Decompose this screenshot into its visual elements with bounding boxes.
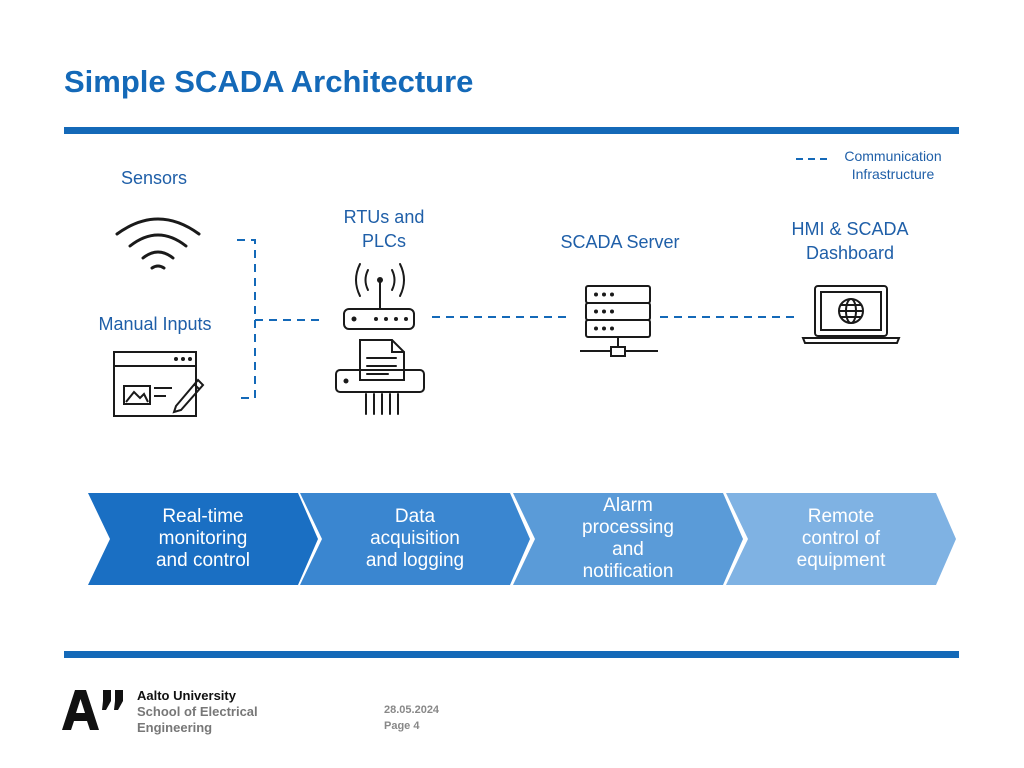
bottom-divider xyxy=(64,651,959,658)
footer-meta: 28.05.2024 Page 4 xyxy=(384,702,439,734)
function-4-line-1: Remote xyxy=(807,506,875,527)
function-2-text: Data acquisition and logging xyxy=(340,493,490,585)
function-3-line-4: notification xyxy=(582,561,674,582)
function-4-line-3: equipment xyxy=(796,550,886,571)
server-rack-icon xyxy=(578,283,660,359)
scada-server-label: SCADA Server xyxy=(560,232,680,252)
function-4-line-2: control of xyxy=(801,528,881,549)
legend-line-1: Communication xyxy=(844,148,942,164)
chevron-2 xyxy=(300,493,530,585)
chevron-3 xyxy=(513,493,743,585)
hmi-line-1: HMI & SCADA xyxy=(791,219,909,239)
function-3-line-2: processing xyxy=(582,517,674,538)
manual-inputs-label: Manual Inputs xyxy=(98,314,212,334)
hmi-dashboard-label: HMI & SCADA Dashboard xyxy=(770,217,930,265)
rtus-plcs-label: RTUs and PLCs xyxy=(320,205,448,253)
function-2-line-2: acquisition xyxy=(370,528,460,549)
rtus-plcs-line-1: RTUs and xyxy=(343,207,425,227)
form-edit-icon xyxy=(110,348,206,420)
uni-line-2: School of Electrical xyxy=(137,704,258,719)
function-1-line-1: Real-time xyxy=(162,506,244,527)
legend-line-2: Infrastructure xyxy=(851,166,935,182)
footer-date: 28.05.2024 xyxy=(384,704,440,716)
chevron-1 xyxy=(88,493,318,585)
uni-line-1: Aalto University xyxy=(137,688,236,703)
page-title: Simple SCADA Architecture xyxy=(64,64,474,99)
dashed-line-icon xyxy=(796,158,830,160)
chevron-4 xyxy=(726,493,956,585)
wifi-signal-icon xyxy=(113,212,203,272)
page-number: Page 4 xyxy=(384,720,420,732)
laptop-globe-icon xyxy=(800,283,904,347)
function-1-text: Real-time monitoring and control xyxy=(128,493,278,585)
function-1-line-2: monitoring xyxy=(158,528,248,549)
function-3-line-3: and xyxy=(612,539,644,560)
function-3-text: Alarm processing and notification xyxy=(553,493,703,585)
aalto-logo xyxy=(62,688,126,737)
function-4-text: Remote control of equipment xyxy=(766,493,916,585)
router-plc-icon xyxy=(330,258,430,418)
function-3-line-1: Alarm xyxy=(603,495,653,516)
university-name: Aalto University School of Electrical En… xyxy=(137,688,258,736)
input-bracket xyxy=(237,239,256,399)
function-2-line-3: and logging xyxy=(365,550,465,571)
function-1-line-3: and control xyxy=(155,550,250,571)
function-2-line-1: Data xyxy=(394,506,436,527)
legend xyxy=(795,151,831,169)
legend-label: Communication Infrastructure xyxy=(828,147,958,183)
sensors-label: Sensors xyxy=(120,168,188,188)
uni-line-3: Engineering xyxy=(137,720,213,735)
rtus-plcs-line-2: PLCs xyxy=(361,231,406,251)
hmi-line-2: Dashboard xyxy=(805,243,895,263)
top-divider xyxy=(64,127,959,134)
